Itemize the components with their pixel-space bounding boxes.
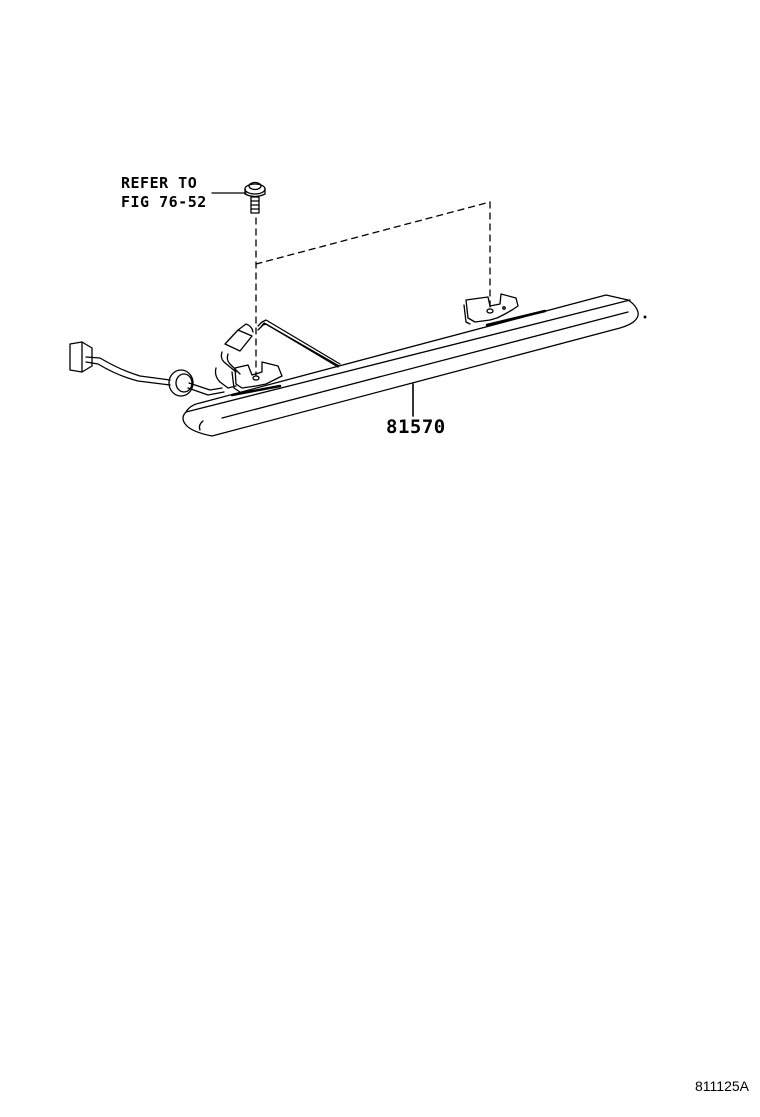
screw-icon [244, 181, 266, 214]
cable [85, 356, 171, 386]
connector-icon [69, 341, 93, 373]
part-number-label[interactable]: 81570 [386, 416, 446, 438]
wire-harness [257, 319, 341, 368]
bracket-icon [463, 293, 547, 327]
reference-callout-line1: REFER TO [121, 174, 198, 192]
grommet-icon [168, 369, 225, 397]
bracket-icon [230, 361, 283, 397]
figure-id-label: 811125A [695, 1078, 749, 1094]
lamp-bar-icon [182, 294, 647, 437]
connector-icon [214, 323, 254, 389]
reference-callout-line2[interactable]: FIG 76-52 [121, 193, 207, 211]
alignment-dashed-lines [255, 201, 491, 376]
